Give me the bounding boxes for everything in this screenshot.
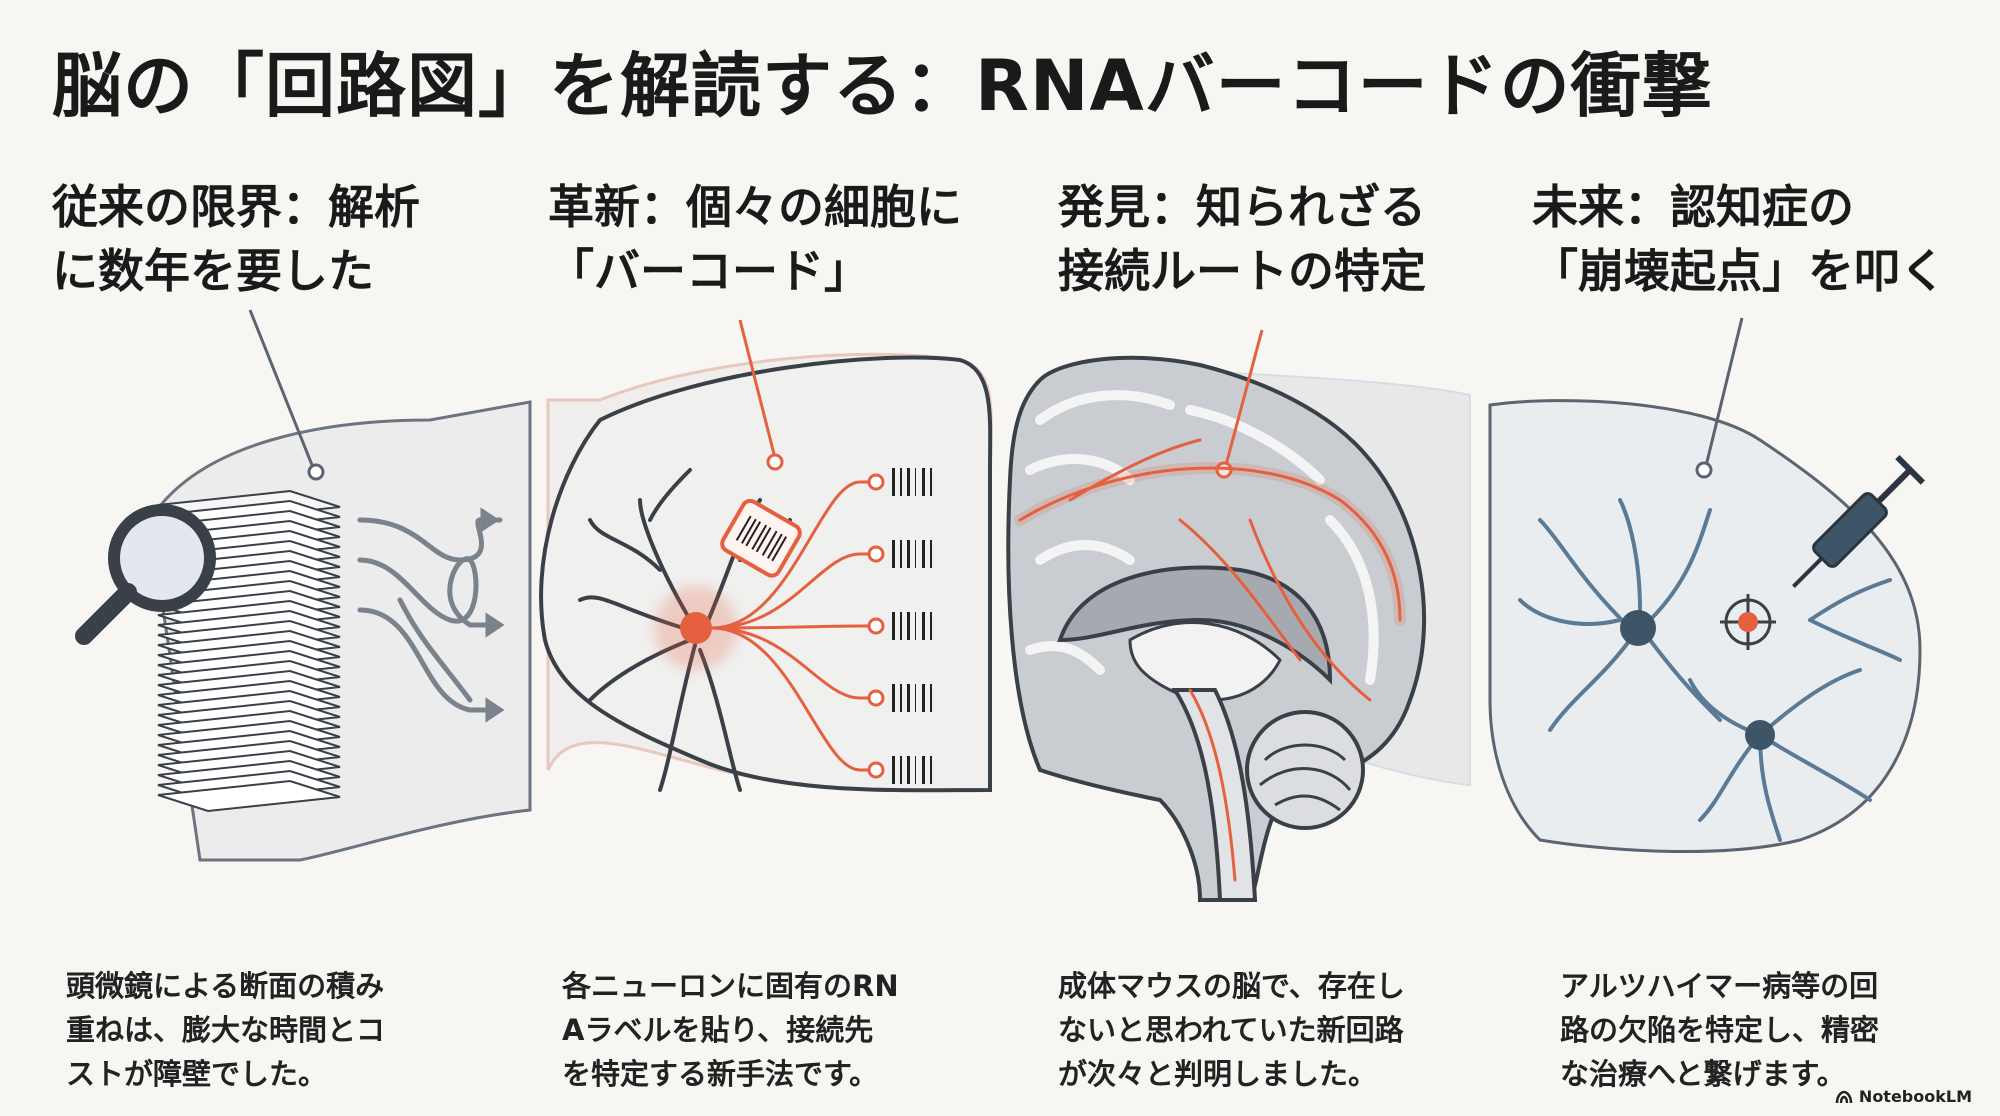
barcode-label xyxy=(892,756,932,784)
panel-3-illustration xyxy=(1006,329,1471,902)
page-title: 脳の「回路図」を解読する：RNAバーコードの衝撃 xyxy=(52,45,1713,127)
axon-terminal xyxy=(867,761,885,779)
barcode-tag-icon xyxy=(720,498,802,578)
panel-4-description: アルツハイマー病等の回 路の欠陥を特定し、精密 な治療へと繋げます。 xyxy=(1560,969,1880,1091)
axon-branches xyxy=(711,480,868,772)
tangled-arrows-icon xyxy=(357,507,505,723)
barcode-label xyxy=(892,612,932,640)
axon-branch xyxy=(711,626,868,772)
barcode-label xyxy=(892,468,932,496)
barcode-label xyxy=(892,540,932,568)
panel-1-heading: 従来の限界：解析 に数年を要した xyxy=(52,180,420,298)
panel-3-description: 成体マウスの脳で、存在し ないと思われていた新回路 が次々と判明しました。 xyxy=(1058,969,1405,1091)
panel-1-illustration xyxy=(75,309,532,862)
axon-terminal xyxy=(867,473,885,491)
axon-terminal xyxy=(867,689,885,707)
axon-branch xyxy=(711,624,868,630)
panel-2-heading: 革新：個々の細胞に 「バーコード」 xyxy=(548,180,962,298)
panel-4-illustration xyxy=(1488,317,1925,854)
syringe-icon xyxy=(1792,455,1925,588)
neuron-soma xyxy=(680,612,712,644)
target-marker-icon xyxy=(1720,594,1776,650)
axon-terminal xyxy=(867,545,885,563)
barcode-label xyxy=(892,684,932,712)
axon-branch xyxy=(711,480,868,630)
neuron-network-icon xyxy=(1518,498,1902,842)
section-slice xyxy=(157,779,341,813)
connection-routes xyxy=(1014,438,1406,882)
panel-2-illustration xyxy=(539,319,993,793)
panel-2-description: 各ニューロンに固有のRN Aラベルを貼り、接続先 を特定する新手法です。 xyxy=(562,969,899,1091)
cortex-folds xyxy=(1025,390,1379,685)
panel-3-heading: 発見：知られざる 接続ルートの特定 xyxy=(1058,180,1426,298)
cerebellum-icon xyxy=(1245,710,1365,830)
panel-4-heading: 未来：認知症の 「崩壊起点」を叩く xyxy=(1532,180,1946,298)
axon-terminal xyxy=(867,617,885,635)
barcode-labels xyxy=(867,468,932,784)
axon-branch xyxy=(711,552,868,630)
notebooklm-logo-icon xyxy=(1835,1090,1853,1103)
magnifier-icon xyxy=(75,504,216,645)
axon-branch xyxy=(711,626,868,700)
brand-label: NotebookLM xyxy=(1858,1087,1972,1106)
panel-1-description: 頭微鏡による断面の積み 重ねは、膨大な時間とコ ストが障壁でした。 xyxy=(66,969,386,1091)
brand-watermark: NotebookLM xyxy=(1835,1087,1972,1106)
